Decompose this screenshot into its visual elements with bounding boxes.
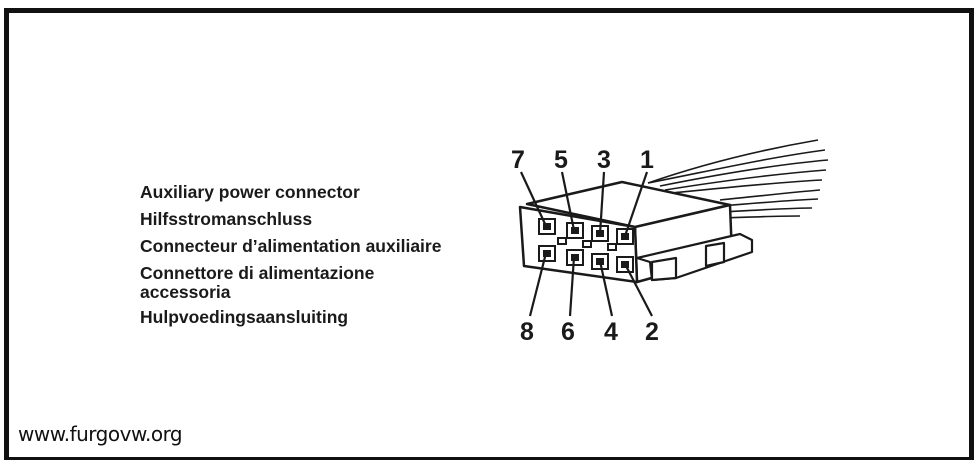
pin-number-3: 3 bbox=[597, 146, 611, 174]
label-dutch: Hulpvoedingsaansluiting bbox=[140, 307, 349, 327]
pin-number-7: 7 bbox=[511, 146, 525, 174]
socket-1 bbox=[616, 228, 634, 245]
diagram-frame bbox=[4, 8, 974, 460]
pin-number-2: 2 bbox=[645, 318, 659, 346]
pin-number-6: 6 bbox=[561, 318, 575, 346]
label-italian: Connettore di alimentazione accessoria bbox=[140, 263, 375, 302]
connector-labels: Auxiliary power connector Hilfsstromansc… bbox=[140, 183, 500, 335]
watermark: www.furgovw.org bbox=[18, 422, 183, 446]
label-french: Connecteur d’alimentation auxiliaire bbox=[140, 236, 442, 256]
socket-key bbox=[582, 240, 592, 248]
socket-key bbox=[607, 243, 617, 251]
label-english: Auxiliary power connector bbox=[140, 182, 360, 202]
socket-key bbox=[557, 237, 567, 245]
pin-number-1: 1 bbox=[640, 146, 654, 174]
socket-5 bbox=[566, 222, 584, 239]
label-german: Hilfsstromanschluss bbox=[140, 209, 313, 229]
wire-bundle bbox=[647, 139, 829, 219]
pin-number-5: 5 bbox=[554, 146, 568, 174]
leader-lines bbox=[520, 171, 653, 317]
latch-clip bbox=[635, 232, 754, 282]
pin-number-8: 8 bbox=[520, 318, 534, 346]
socket-7 bbox=[538, 218, 556, 235]
socket-2 bbox=[616, 256, 634, 273]
pin-number-4: 4 bbox=[604, 318, 618, 346]
